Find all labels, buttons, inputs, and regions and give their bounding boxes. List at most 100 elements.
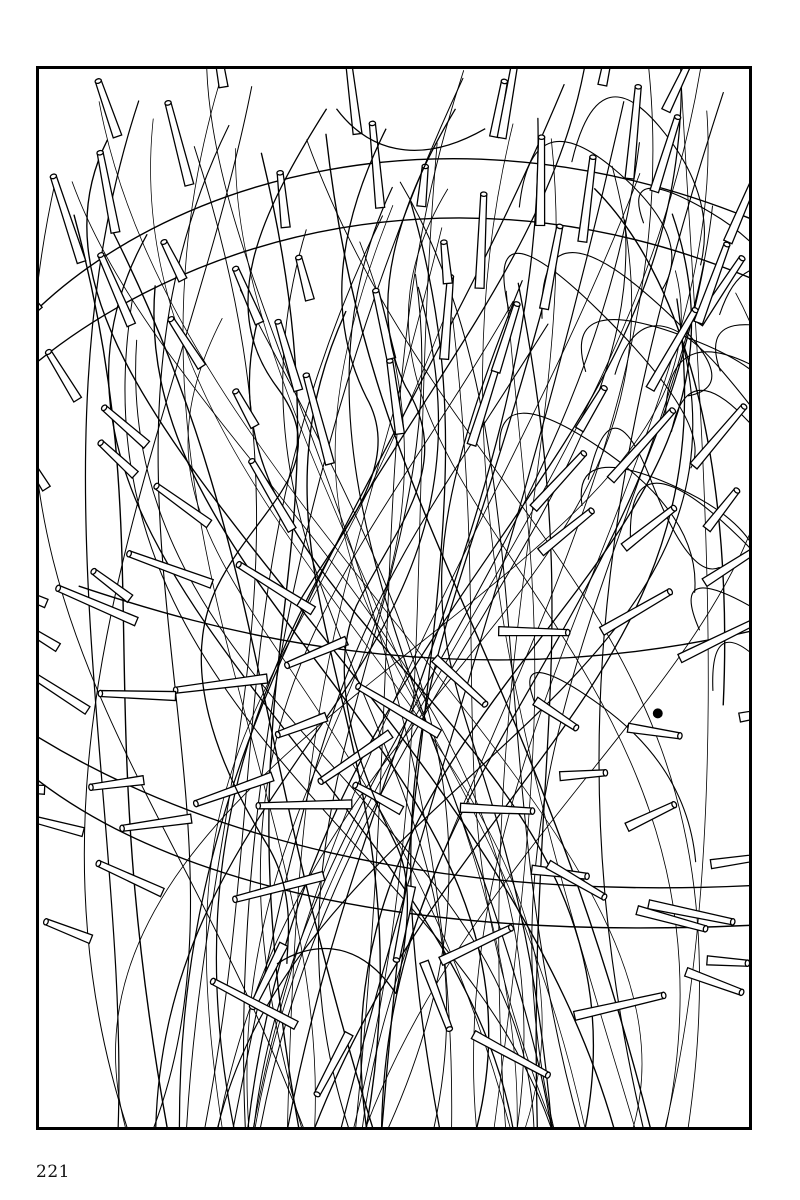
bristle-tip	[235, 560, 242, 569]
bristle-tip	[589, 154, 597, 161]
hair-strand	[110, 226, 374, 1127]
bristle-tip	[602, 768, 609, 777]
bristle	[39, 630, 62, 653]
bristle-tip	[537, 134, 546, 141]
bristle	[39, 674, 91, 716]
hair-strand	[306, 310, 382, 1127]
brush-ring	[39, 158, 749, 309]
page-number: 221	[36, 1162, 70, 1182]
hair-strand	[182, 69, 316, 1127]
bristle-tip	[580, 450, 588, 457]
brush-ring	[593, 187, 726, 706]
illustration-panel	[36, 66, 752, 1130]
bristle	[94, 79, 123, 139]
hair-strand	[205, 312, 447, 1127]
bristle-tip	[600, 384, 608, 392]
bristle	[474, 193, 488, 290]
bristle	[438, 275, 455, 361]
bristle-tip	[94, 78, 102, 84]
bristle-tip	[702, 925, 709, 933]
brush-ring	[39, 217, 749, 362]
hair-strand	[254, 69, 701, 1127]
bristle-tip	[317, 777, 324, 786]
hair-strand	[587, 427, 720, 570]
bristle	[49, 174, 87, 265]
bristle-tip	[97, 689, 104, 698]
bristle	[96, 859, 166, 898]
hair-strand	[155, 286, 439, 1127]
bristle-tip	[313, 1091, 321, 1098]
bristle	[620, 504, 677, 552]
bristle-tip	[294, 254, 303, 261]
bristle-tip	[255, 801, 262, 810]
hair-clump-outline	[343, 108, 457, 994]
bristle-tip	[284, 661, 291, 670]
hair-strand	[503, 253, 696, 469]
bristle	[164, 101, 195, 187]
bristle-tip	[231, 265, 240, 272]
bristle-dot	[652, 708, 663, 719]
bristle-tip	[445, 1026, 454, 1033]
bristle	[295, 255, 315, 302]
hair-strand	[217, 334, 694, 1127]
hair-strand	[340, 101, 625, 1127]
bristle	[572, 991, 666, 1022]
bristle	[683, 966, 744, 996]
brush-ring	[78, 585, 749, 661]
bristle-tip	[392, 957, 401, 963]
bristle	[738, 710, 749, 723]
bristle	[709, 854, 749, 870]
bristle	[120, 813, 193, 832]
bristle	[39, 816, 86, 838]
bristle	[624, 801, 677, 833]
hair-strand	[410, 253, 557, 1127]
bristle	[536, 507, 595, 557]
bristle	[722, 183, 749, 245]
hair-strand	[664, 69, 709, 1127]
hair-strand	[671, 389, 749, 432]
hair-strand	[253, 173, 641, 1127]
bristle-tip	[100, 404, 108, 412]
bristle	[574, 385, 608, 433]
hair-clump	[200, 108, 486, 995]
bristle-tip	[529, 807, 536, 815]
bristle	[233, 870, 326, 904]
bristle	[626, 722, 682, 740]
hair-strand	[580, 466, 749, 542]
bristle-tip	[164, 99, 172, 106]
hair-clump-outline	[276, 947, 397, 995]
bristle	[96, 151, 121, 235]
bristle-tip	[126, 550, 133, 558]
hair-strand	[206, 69, 453, 1127]
hair-strand	[473, 110, 709, 1127]
brush-ring	[39, 780, 749, 929]
bristle-tip	[677, 732, 683, 740]
bristle	[167, 316, 207, 371]
bristle-tip	[556, 223, 564, 230]
bristle	[386, 359, 406, 436]
hair-strand	[614, 325, 749, 405]
bristle-tip	[302, 372, 311, 379]
hair-strand	[399, 181, 581, 1127]
bristle-tip	[733, 487, 741, 494]
bristle	[706, 955, 749, 967]
bristle-tip	[209, 977, 216, 985]
bristle-tip	[97, 252, 105, 259]
hair-strand	[235, 148, 518, 1127]
bristle	[532, 696, 579, 732]
bristle	[39, 595, 49, 609]
bristle	[99, 689, 177, 702]
bristle	[416, 165, 429, 208]
bristles	[39, 69, 749, 1098]
bristle-tip	[572, 724, 580, 732]
hair-strand	[715, 324, 749, 372]
hair-strand	[493, 290, 536, 1127]
bristle-tip	[744, 959, 749, 968]
bristle-tip	[500, 78, 509, 85]
hair-clump-outline	[296, 128, 387, 607]
bristle	[649, 115, 682, 194]
bristle	[194, 771, 275, 808]
hair-strand	[204, 215, 383, 1127]
hair-strand	[719, 270, 749, 316]
